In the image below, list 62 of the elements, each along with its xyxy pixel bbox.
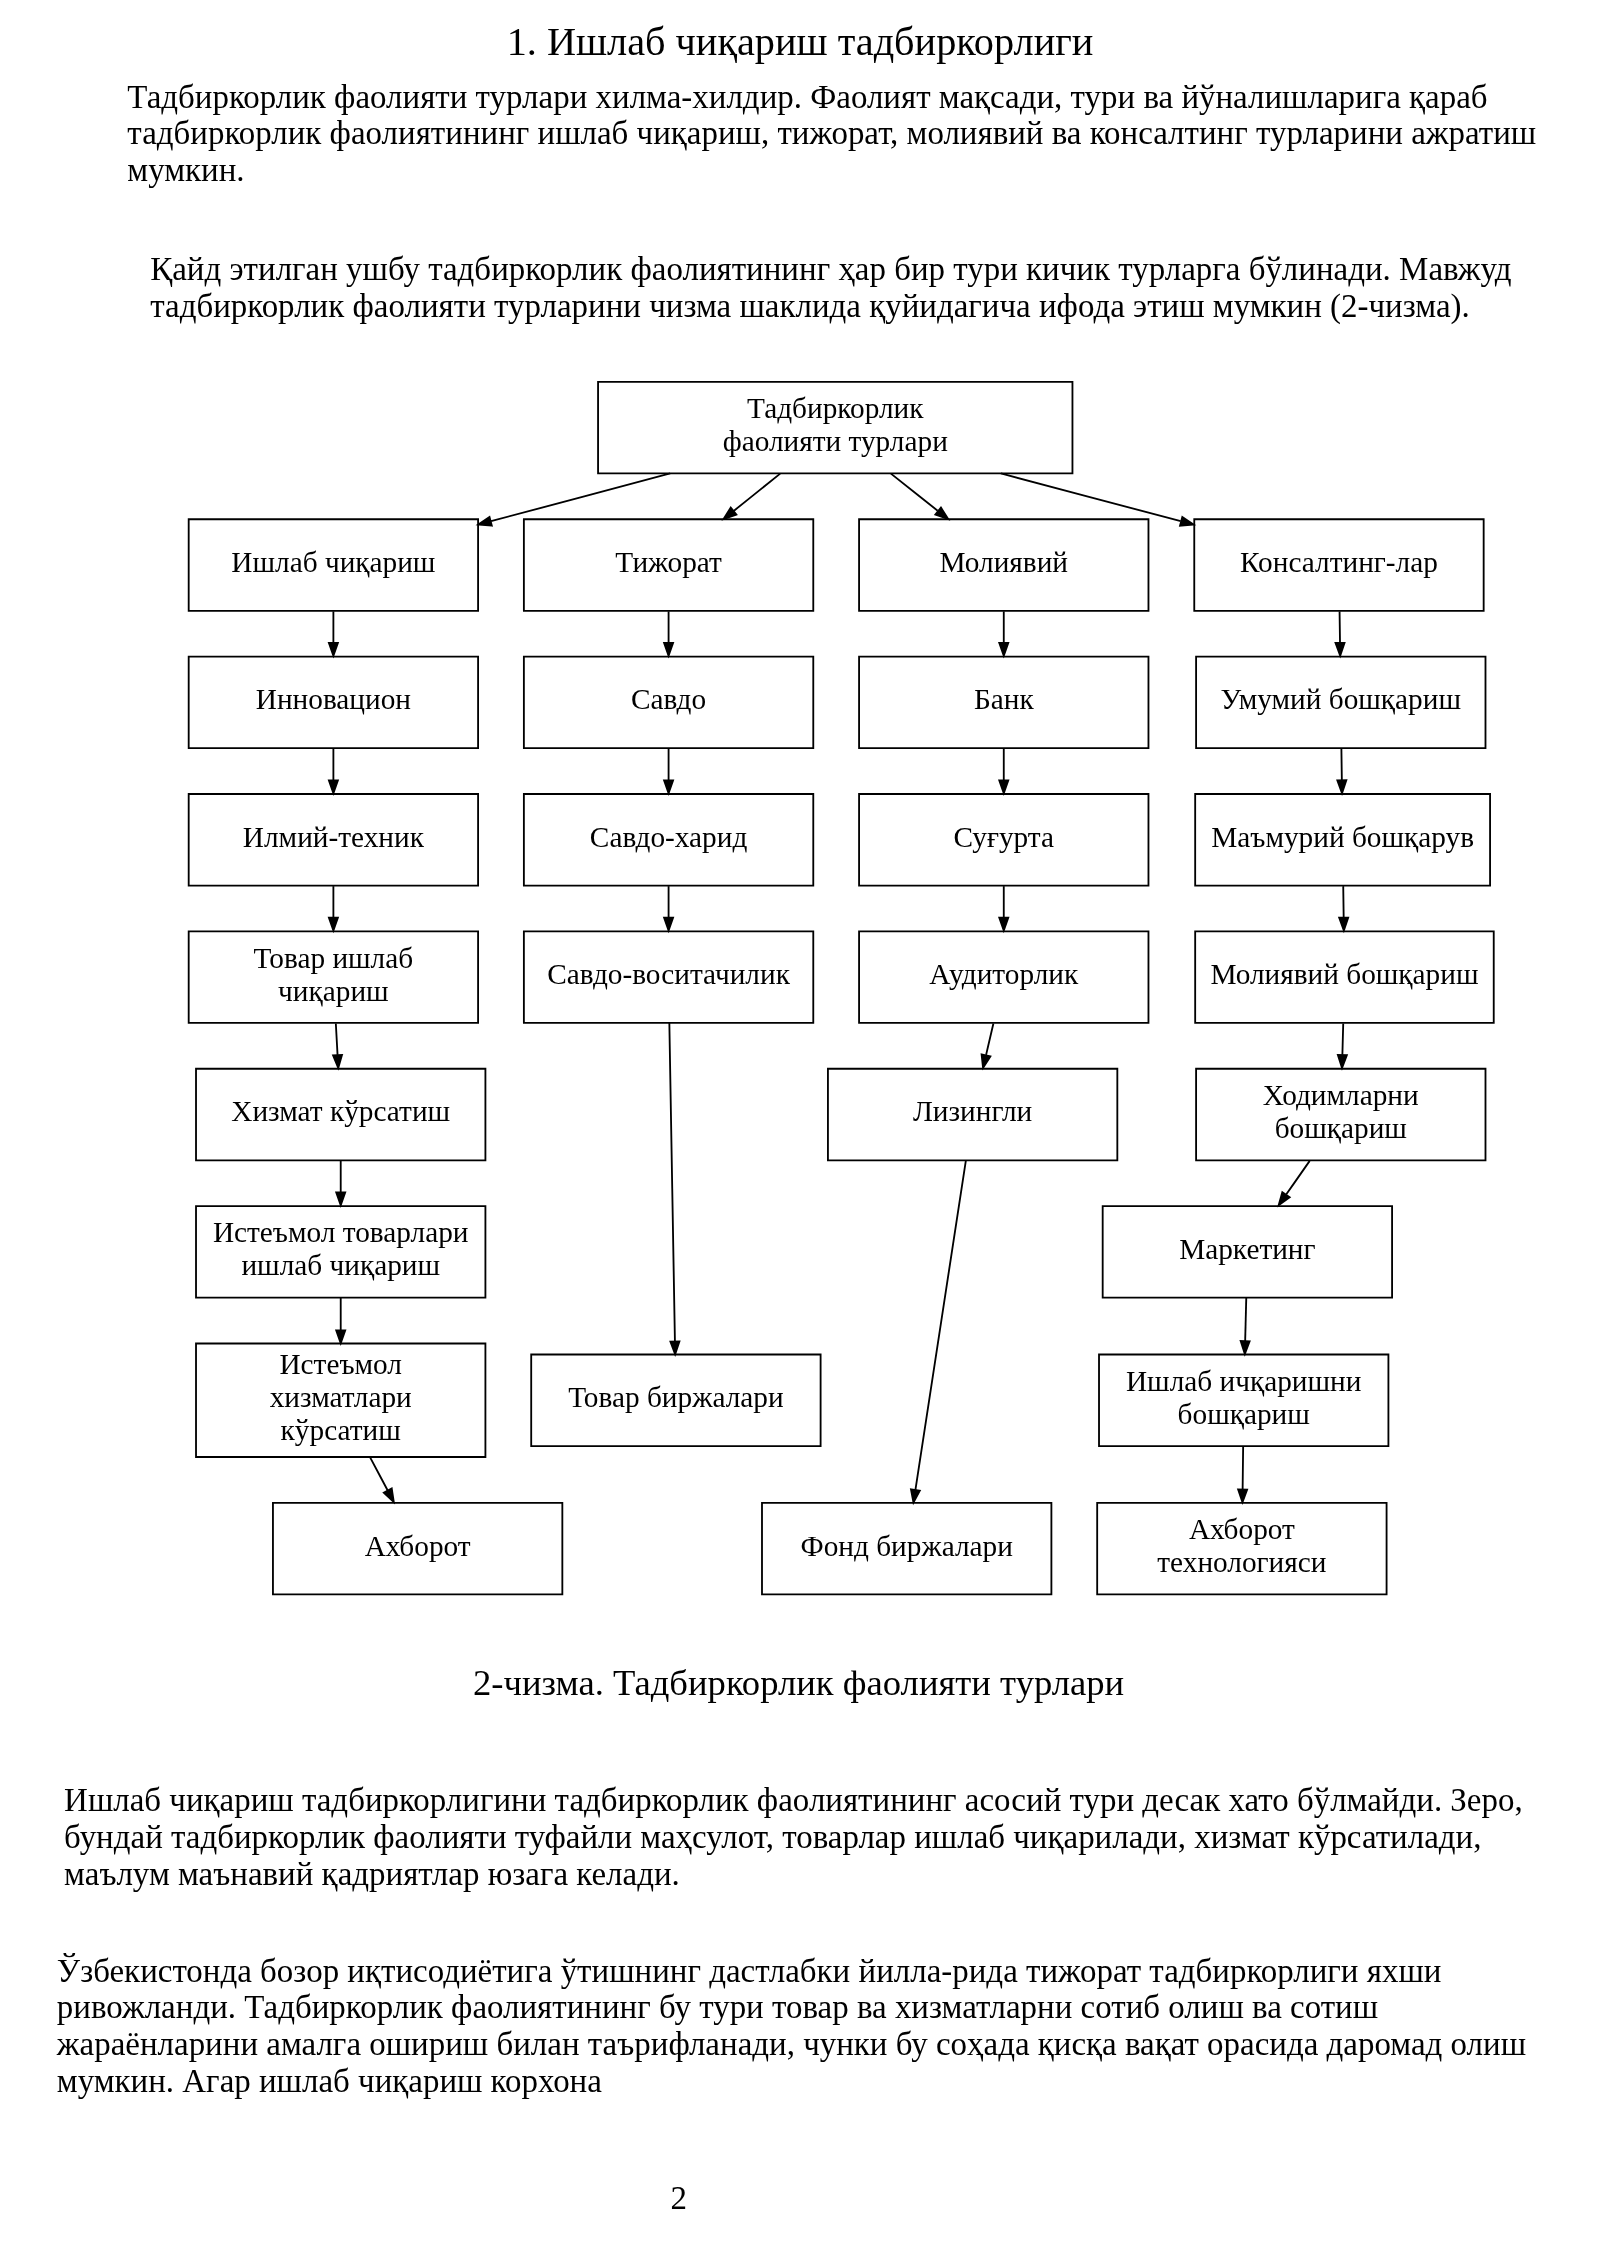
node-box: Молиявий бошқариш bbox=[1194, 930, 1495, 1024]
arrow bbox=[1277, 1159, 1311, 1208]
node-box: Молиявий bbox=[858, 518, 1150, 612]
node-box: Маъмурий бошқарув bbox=[1194, 793, 1491, 887]
arrow bbox=[334, 1159, 347, 1209]
node-box: Ходимларни бошқариш bbox=[1195, 1067, 1487, 1162]
node-box: Лизингли bbox=[827, 1067, 1119, 1162]
arrow bbox=[327, 747, 340, 796]
node-box: Ахборот bbox=[272, 1501, 564, 1596]
arrow bbox=[721, 472, 782, 521]
node-box: Инновацион bbox=[187, 655, 479, 750]
label: Ўзбекистонда бозор иқтисодиётига ўтишнинг дастлабки йилла-рида тижорат тадбиркорлиги яхши ривожланди. Тадбиркорлик фаолиятининг бу тури товар ва хизматларни сотиб олиш ва сотиш жараёнларини амалга ошириш билан таърифланади, чунки бу соҳада қисқа вақат орасида даромад олиш мумкин. Агар ишлаб чиқариш корхона bbox=[56, 1952, 1527, 2099]
arrow bbox=[1336, 747, 1348, 796]
arrow bbox=[662, 610, 675, 659]
label: Ишлаб чиқариш тадбиркорлигини тадбиркорлик фаолиятининг асосий тури десак хато бўлмайди. Зеро, бундай тадбиркорлик фаолияти туфайли маҳсулот, товарлар ишлаб чиқарилади, хизмат кўрсатилади, маълум маънавий қадриятлар юзага келади. bbox=[64, 1782, 1523, 1892]
label: Тадбиркорлик фаолияти турлари хилма-хилдир. Фаолият мақсади, тури ва йўналишларига қараб тадбиркорлик фаолиятининг ишлаб чиқариш, тижорат, молиявий ва консалтинг турларини ажратиш мумкин. bbox=[127, 78, 1537, 189]
node-box: Консалтинг-лар bbox=[1193, 518, 1485, 612]
node-box: Истеъмол товарлари ишлаб чиқариш bbox=[195, 1205, 487, 1299]
arrow bbox=[1239, 1297, 1251, 1357]
node-box: Хизмат кўрсатиш bbox=[195, 1067, 487, 1162]
node-box: Савдо-харид bbox=[522, 793, 815, 887]
caption: 2-чизма. Тадбиркорлик фаолияти турлари bbox=[473, 1662, 1125, 1704]
node-box: Товар ишлаб чиқариш bbox=[187, 930, 479, 1024]
node-box: Фонд биржалари bbox=[761, 1501, 1053, 1596]
arrow bbox=[1336, 1022, 1349, 1071]
arrow bbox=[327, 885, 340, 934]
arrow bbox=[369, 1456, 396, 1505]
node-box: Савдо-воситачилик bbox=[522, 930, 815, 1024]
arrow bbox=[1236, 1445, 1249, 1506]
diagram-title: 1. Ишлаб чиқариш тадбиркорлиги bbox=[506, 19, 1094, 65]
arrow bbox=[890, 472, 951, 521]
arrow bbox=[662, 885, 675, 934]
arrow bbox=[475, 472, 672, 527]
label: 2 bbox=[670, 2179, 687, 2216]
arrow bbox=[998, 747, 1010, 796]
node-box: Умумий бошқариш bbox=[1195, 655, 1487, 750]
node-box: Маркетинг bbox=[1101, 1205, 1393, 1299]
node-box: Ишлаб ичқаришни бошқариш bbox=[1098, 1353, 1390, 1447]
node-box: Илмий-техник bbox=[187, 793, 479, 887]
arrow bbox=[327, 610, 340, 659]
arrow bbox=[662, 747, 675, 796]
node-box: Истеъмол хизматлари кўрсатиш bbox=[195, 1342, 487, 1458]
arrow bbox=[334, 1297, 347, 1346]
arrow bbox=[1337, 885, 1350, 934]
node-box: Аудиторлик bbox=[858, 930, 1150, 1024]
node-box: Суғурта bbox=[858, 793, 1150, 887]
arrow bbox=[980, 1022, 995, 1071]
arrow bbox=[1334, 610, 1346, 659]
node-box: Тадбиркорлик фаолияти турлари bbox=[597, 380, 1074, 475]
arrow bbox=[909, 1159, 967, 1506]
node-box: Товар биржалари bbox=[530, 1353, 822, 1447]
label: Қайд этилган ушбу тадбиркорлик фаолиятининг ҳар бир тури кичик турларга бўлинади. Мавжуд тадбиркорлик фаолияти турларини чизма шаклида қуйидагича ифода этиш мумкин (2-чизма). bbox=[150, 251, 1512, 324]
node-box: Банк bbox=[858, 655, 1150, 750]
arrow bbox=[998, 885, 1010, 934]
arrow bbox=[668, 1022, 681, 1358]
node-box: Ишлаб чиқариш bbox=[187, 518, 479, 612]
node-box: Тижорат bbox=[522, 518, 815, 612]
arrow bbox=[998, 610, 1010, 659]
node-box: Савдо bbox=[522, 655, 815, 750]
arrow bbox=[999, 472, 1197, 527]
node-box: Ахборот технологияси bbox=[1096, 1501, 1388, 1596]
arrow bbox=[331, 1022, 344, 1071]
